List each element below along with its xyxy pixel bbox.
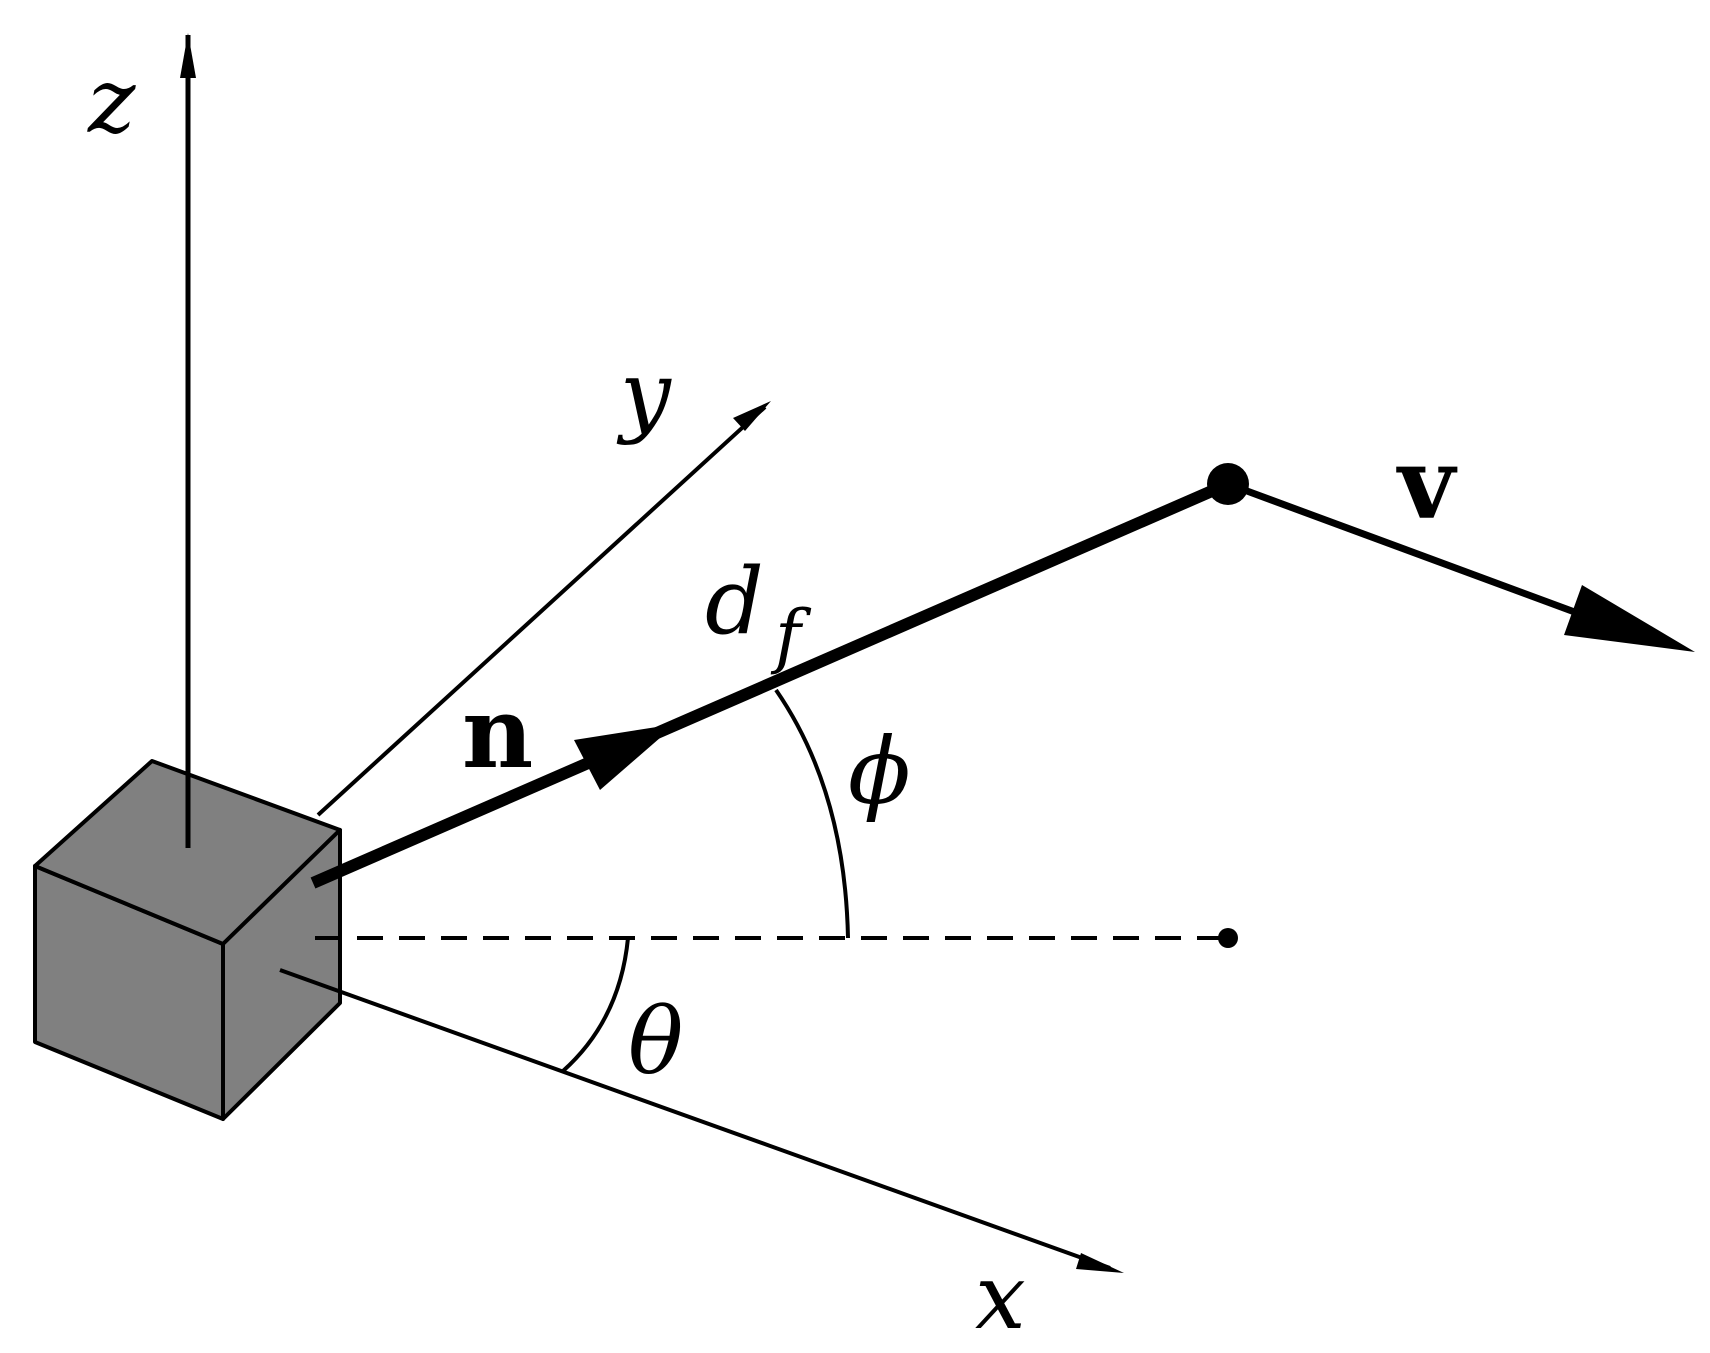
distance-label: d: [705, 548, 764, 655]
velocity-vector-label: v: [1396, 427, 1458, 542]
y-axis-label: y: [616, 342, 672, 447]
sensor-cube: [33, 759, 342, 1121]
y-axis: [316, 405, 767, 817]
z-axis-label: z: [87, 49, 136, 154]
velocity-vector-line: [1226, 480, 1582, 618]
x-axis-arrowhead: [1076, 1253, 1124, 1273]
normal-vector-arrowhead: [574, 724, 676, 790]
x-axis-label: x: [975, 1245, 1026, 1350]
theta-label: θ: [628, 988, 683, 1095]
y-axis-arrowhead: [733, 401, 771, 431]
normal-vector-label: n: [462, 676, 533, 791]
reference-endpoint-dot: [1218, 928, 1238, 948]
cube-right-face: [221, 828, 342, 1121]
x-axis: [279, 968, 1111, 1270]
theta-arc: [561, 937, 630, 1073]
distance-line: [310, 478, 1231, 889]
velocity-vector-arrowhead: [1564, 585, 1695, 652]
phi-label: ϕ: [848, 718, 911, 825]
phi-arc: [774, 688, 850, 939]
z-axis-arrowhead: [180, 33, 196, 78]
